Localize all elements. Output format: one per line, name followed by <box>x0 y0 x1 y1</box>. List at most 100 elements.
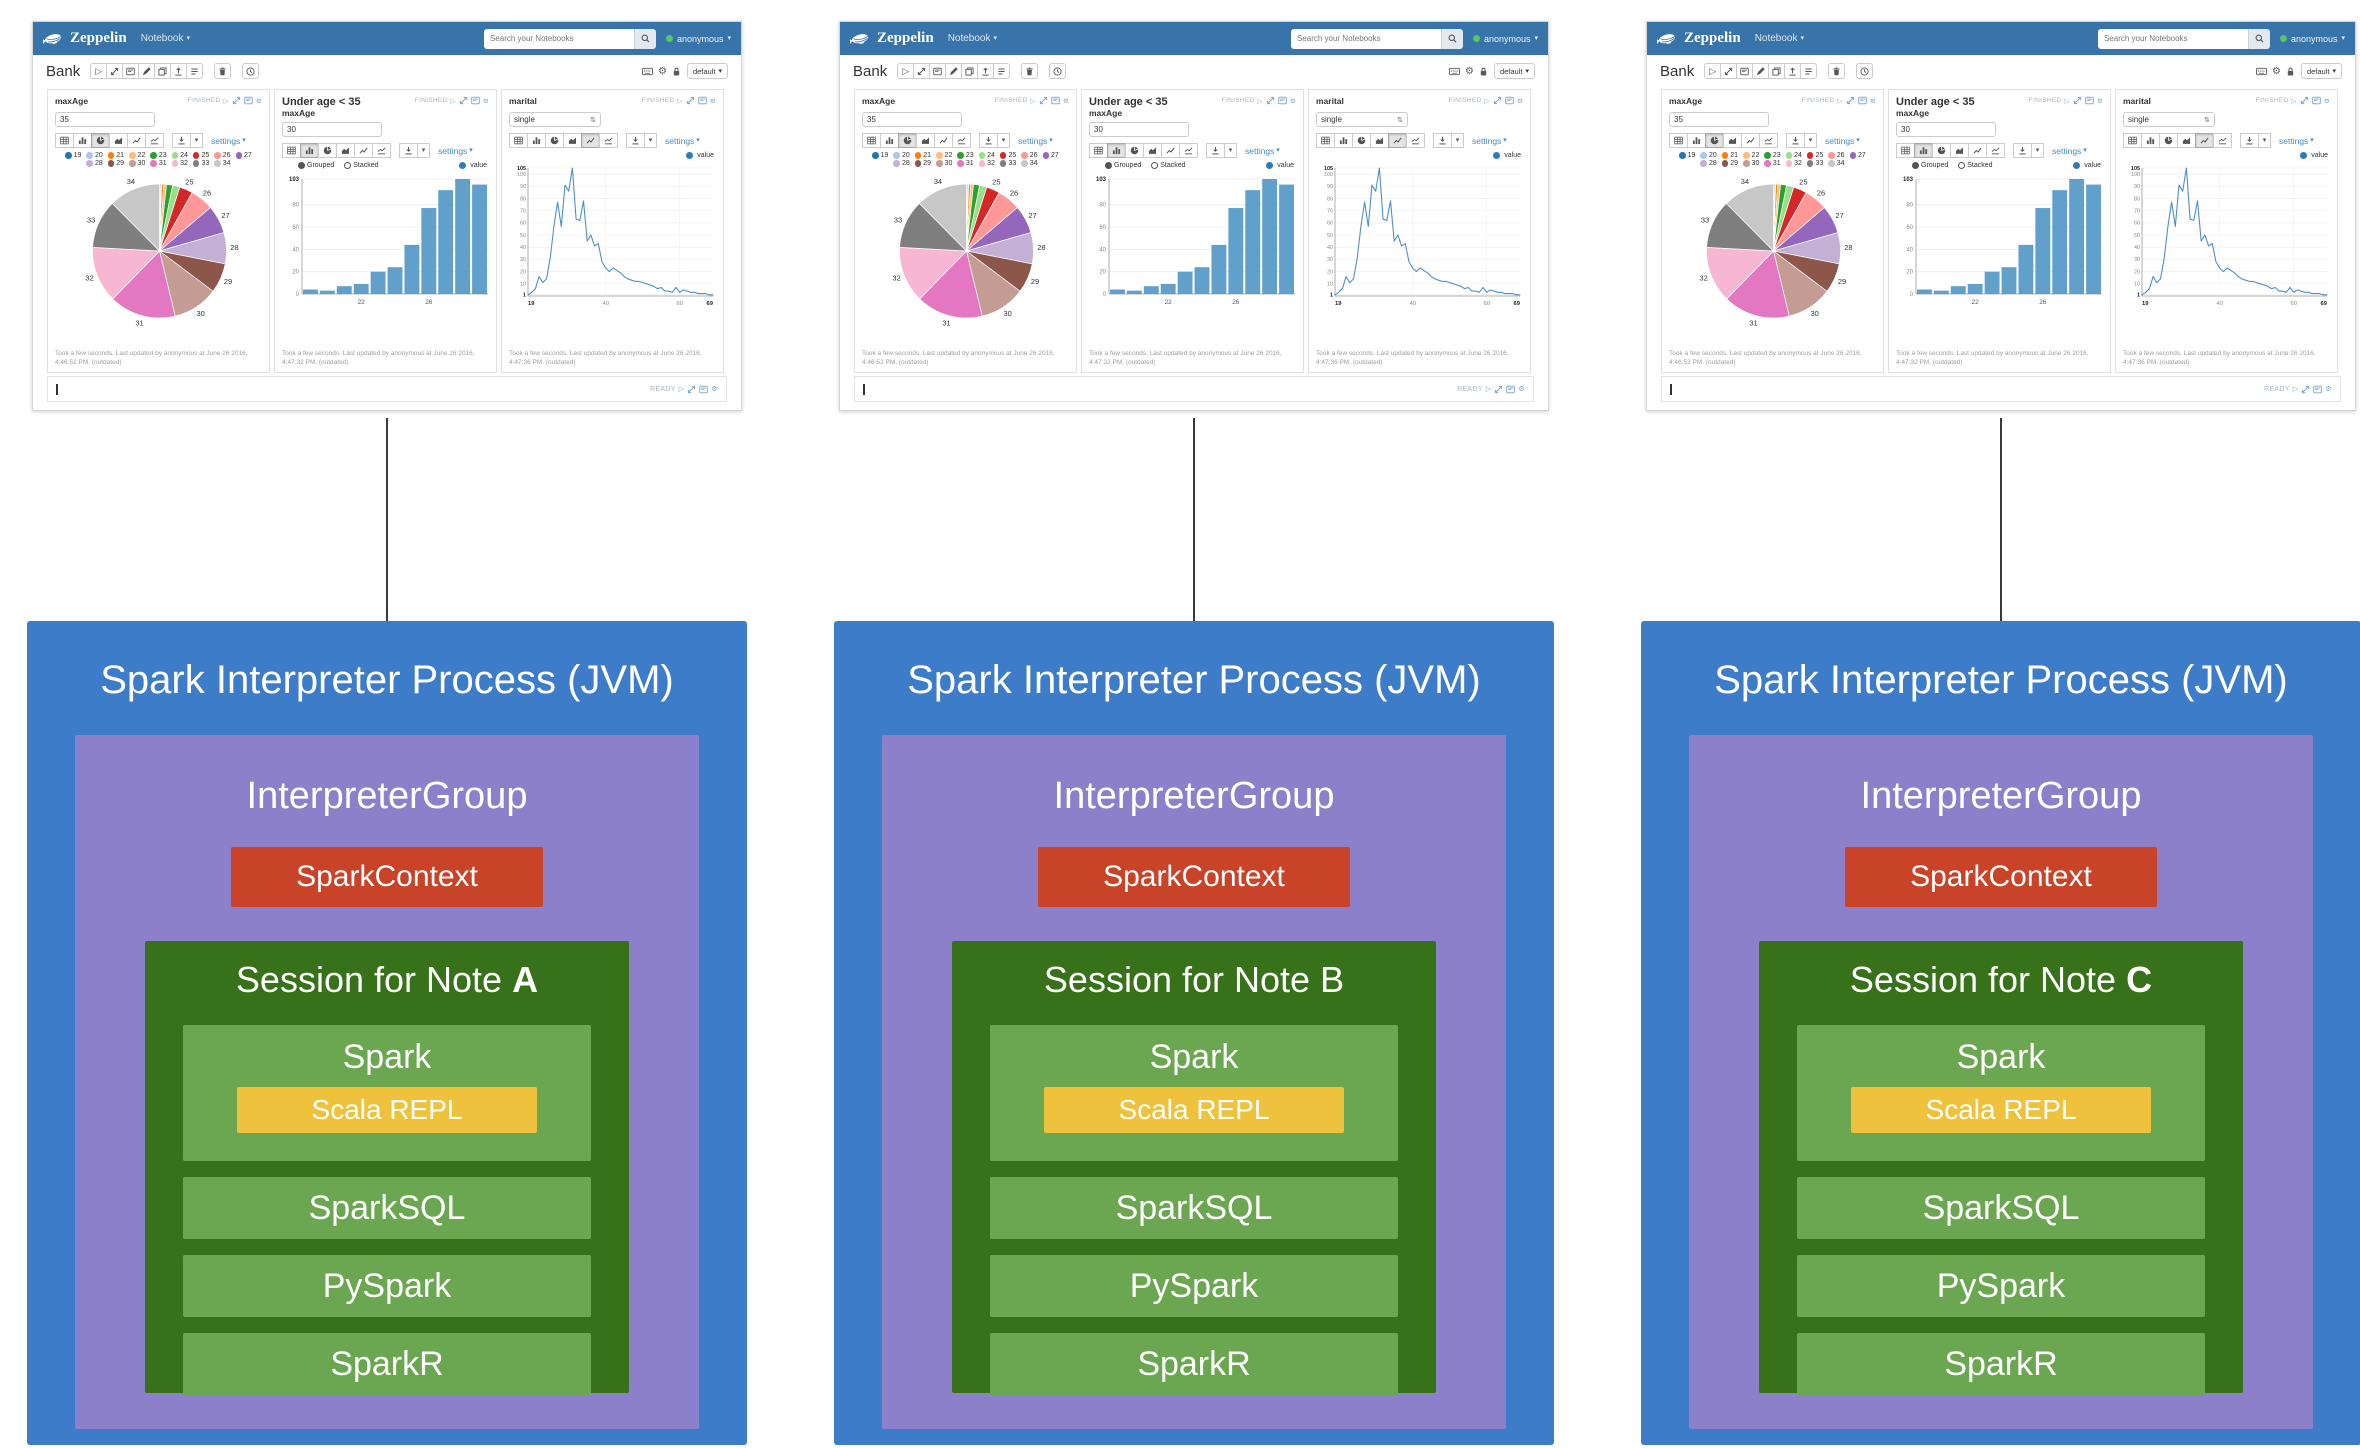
paragraph-gear-icon[interactable]: ⚙ <box>1516 97 1523 105</box>
run-paragraph-icon[interactable]: ▷ <box>450 97 456 105</box>
maxage-input[interactable] <box>1896 122 1996 137</box>
paragraph-gear-icon[interactable]: ⚙ <box>2323 97 2330 105</box>
legend-item[interactable]: 21 <box>1721 152 1738 159</box>
scatter-chart-button[interactable] <box>145 133 164 148</box>
show-editor-icon[interactable] <box>2313 385 2322 394</box>
lock-icon[interactable] <box>2286 67 2295 76</box>
fullscreen-icon[interactable] <box>459 96 468 105</box>
legend-item[interactable]: 33 <box>192 160 209 167</box>
fullscreen-icon[interactable] <box>1039 96 1048 105</box>
run-paragraph-icon[interactable]: ▷ <box>1030 97 1036 105</box>
legend-item[interactable]: 32 <box>1785 160 1802 167</box>
clone-note-button[interactable] <box>154 63 172 79</box>
pie-chart-button[interactable] <box>898 133 917 148</box>
scatter-chart-button[interactable] <box>1179 143 1198 158</box>
search-button[interactable] <box>2247 28 2270 49</box>
download-button[interactable] <box>1433 133 1452 148</box>
series-legend-item[interactable]: value <box>686 152 714 159</box>
table-view-button[interactable] <box>862 133 881 148</box>
keyboard-shortcuts-icon[interactable] <box>2256 67 2267 76</box>
schedule-button[interactable] <box>1049 63 1067 79</box>
pie-chart-button[interactable] <box>1932 143 1951 158</box>
area-chart-button[interactable] <box>916 133 935 148</box>
line-chart-button[interactable] <box>1968 143 1987 158</box>
show-hide-code-button[interactable] <box>913 63 931 79</box>
run-paragraph-icon[interactable]: ▷ <box>677 97 683 105</box>
line-chart-button[interactable] <box>2195 133 2214 148</box>
fullscreen-icon[interactable] <box>1494 385 1503 394</box>
show-editor-icon[interactable] <box>1051 96 1060 105</box>
series-legend-item[interactable]: value <box>1493 152 1521 159</box>
user-menu[interactable]: anonymous ▾ <box>665 34 731 44</box>
maxage-input[interactable] <box>862 112 962 127</box>
grouped-radio[interactable]: Grouped <box>1912 162 1948 169</box>
legend-item[interactable]: 22 <box>1743 152 1759 159</box>
legend-item[interactable]: 23 <box>150 152 167 159</box>
line-chart-button[interactable] <box>1741 133 1760 148</box>
run-paragraph-icon[interactable]: ▷ <box>2064 97 2070 105</box>
run-all-button[interactable]: ▷ <box>897 63 915 79</box>
show-hide-code-button[interactable] <box>1720 63 1738 79</box>
show-editor-icon[interactable] <box>2312 96 2321 105</box>
search-button[interactable] <box>1440 28 1463 49</box>
scatter-chart-button[interactable] <box>1986 143 2005 158</box>
show-hide-output-button[interactable] <box>1736 63 1754 79</box>
settings-link[interactable]: settings ▾ <box>2052 145 2087 156</box>
user-menu[interactable]: anonymous ▾ <box>2279 34 2345 44</box>
legend-item[interactable]: 33 <box>999 160 1016 167</box>
export-note-button[interactable] <box>1784 63 1802 79</box>
maxage-input[interactable] <box>1669 112 1769 127</box>
interpreter-binding-button[interactable]: default ▾ <box>686 63 728 79</box>
line-chart-button[interactable] <box>1161 143 1180 158</box>
run-all-button[interactable]: ▷ <box>90 63 108 79</box>
stacked-radio[interactable]: Stacked <box>1958 162 1993 169</box>
legend-item[interactable]: 27 <box>1849 152 1866 159</box>
table-view-button[interactable] <box>55 133 74 148</box>
area-chart-button[interactable] <box>1950 143 1969 158</box>
clone-note-button[interactable] <box>961 63 979 79</box>
legend-item[interactable]: 23 <box>957 152 974 159</box>
settings-link[interactable]: settings ▾ <box>2279 135 2314 146</box>
paragraph-gear-icon[interactable]: ⚙ <box>482 97 489 105</box>
legend-item[interactable]: 34 <box>1021 160 1038 167</box>
stacked-radio[interactable]: Stacked <box>1151 162 1186 169</box>
pie-chart-button[interactable] <box>1125 143 1144 158</box>
legend-item[interactable]: 24 <box>171 152 188 159</box>
show-editor-icon[interactable] <box>698 96 707 105</box>
legend-item[interactable]: 22 <box>936 152 952 159</box>
paragraph-gear-icon[interactable]: ⚙ <box>255 97 262 105</box>
bar-chart-button[interactable] <box>1107 143 1126 158</box>
paragraph-gear-icon[interactable]: ⚙ <box>2325 386 2332 393</box>
legend-item[interactable]: 34 <box>214 160 231 167</box>
legend-item[interactable]: 26 <box>214 152 231 159</box>
legend-item[interactable]: 24 <box>978 152 995 159</box>
legend-item[interactable]: 19 <box>65 152 81 159</box>
legend-item[interactable]: 19 <box>1679 152 1695 159</box>
paragraph-gear-icon[interactable]: ⚙ <box>709 97 716 105</box>
delete-note-button[interactable] <box>214 63 232 79</box>
area-chart-button[interactable] <box>1723 133 1742 148</box>
fullscreen-icon[interactable] <box>1493 96 1502 105</box>
table-view-button[interactable] <box>1669 133 1688 148</box>
settings-link[interactable]: settings ▾ <box>1245 145 1280 156</box>
pie-chart-button[interactable] <box>1705 133 1724 148</box>
gear-icon[interactable]: ⚙ <box>657 65 667 77</box>
zeppelin-logo[interactable]: Zeppelin <box>850 30 934 47</box>
legend-item[interactable]: 33 <box>1806 160 1823 167</box>
paragraph-gear-icon[interactable]: ⚙ <box>1518 386 1525 393</box>
fullscreen-icon[interactable] <box>2301 385 2310 394</box>
zeppelin-logo[interactable]: Zeppelin <box>43 30 127 47</box>
show-editor-icon[interactable] <box>1505 96 1514 105</box>
download-button[interactable] <box>626 133 645 148</box>
series-legend-item[interactable]: value <box>2300 152 2328 159</box>
table-view-button[interactable] <box>1316 133 1335 148</box>
bar-chart-button[interactable] <box>880 133 899 148</box>
download-caret-button[interactable]: ▾ <box>1804 133 1817 148</box>
download-caret-button[interactable]: ▾ <box>2258 133 2271 148</box>
legend-item[interactable]: 29 <box>107 160 124 167</box>
show-hide-code-button[interactable] <box>106 63 124 79</box>
grouped-radio[interactable]: Grouped <box>298 162 334 169</box>
scatter-chart-button[interactable] <box>1406 133 1425 148</box>
schedule-button[interactable] <box>1856 63 1874 79</box>
settings-link[interactable]: settings ▾ <box>665 135 700 146</box>
